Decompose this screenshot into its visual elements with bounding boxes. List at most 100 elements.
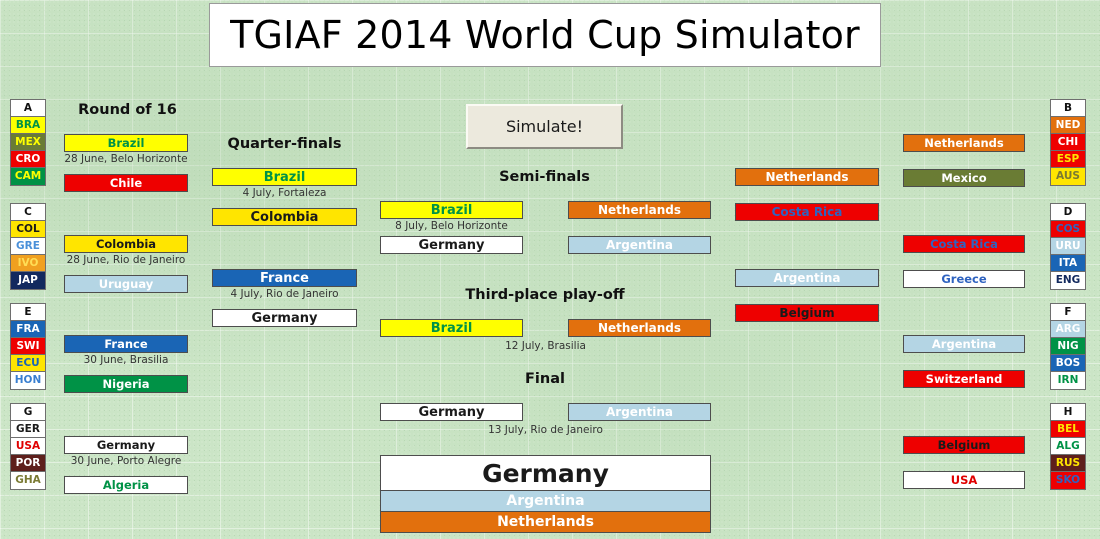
group-team-ESP: ESP: [1051, 151, 1085, 168]
semi-final-1-top[interactable]: Brazil: [380, 201, 523, 219]
third-place-left[interactable]: Brazil: [380, 319, 523, 337]
group-team-ARG: ARG: [1051, 321, 1085, 338]
third-place-right[interactable]: Netherlands: [568, 319, 711, 337]
qf-left-match-2-date: 4 July, Rio de Janeiro: [230, 288, 339, 300]
group-team-COL: COL: [11, 221, 45, 238]
group-team-CRO: CRO: [11, 151, 45, 168]
group-team-SWI: SWI: [11, 338, 45, 355]
group-team-MEX: MEX: [11, 134, 45, 151]
r16-left-match-3-top[interactable]: France: [64, 335, 188, 353]
r16-left-match-1-date: 28 June, Belo Horizonte: [64, 153, 188, 165]
r16-left-match-4-date: 30 June, Porto Alegre: [70, 455, 182, 467]
r16-right-match-3-top[interactable]: Argentina: [903, 335, 1025, 353]
simulate-button[interactable]: Simulate!: [466, 104, 623, 149]
r16-left-match-2-top[interactable]: Colombia: [64, 235, 188, 253]
podium-place-3: Netherlands: [380, 512, 711, 533]
group-team-IRN: IRN: [1051, 372, 1085, 389]
group-letter-F: F: [1051, 304, 1085, 321]
qf-left-match-1-date: 4 July, Fortaleza: [242, 187, 327, 199]
semi-final-1-date: 8 July, Belo Horizonte: [395, 220, 508, 232]
group-team-AUS: AUS: [1051, 168, 1085, 185]
r16-left-match-3-date: 30 June, Brasilia: [83, 354, 169, 366]
heading-quarter-finals: Quarter-finals: [227, 136, 342, 152]
group-team-ALG: ALG: [1051, 438, 1085, 455]
final-left[interactable]: Germany: [380, 403, 523, 421]
r16-left-match-2-date: 28 June, Rio de Janeiro: [66, 254, 186, 266]
r16-right-match-4-bottom[interactable]: USA: [903, 471, 1025, 489]
group-team-JAP: JAP: [11, 272, 45, 289]
r16-left-match-4-bottom[interactable]: Algeria: [64, 476, 188, 494]
group-team-GRE: GRE: [11, 238, 45, 255]
group-team-ENG: ENG: [1051, 272, 1085, 289]
qf-left-match-2-bottom[interactable]: Germany: [212, 309, 357, 327]
group-letter-C: C: [11, 204, 45, 221]
group-team-GER: GER: [11, 421, 45, 438]
group-team-IVO: IVO: [11, 255, 45, 272]
group-team-RUS: RUS: [1051, 455, 1085, 472]
qf-right-match-1-top[interactable]: Netherlands: [735, 168, 879, 186]
r16-right-match-1-bottom[interactable]: Mexico: [903, 169, 1025, 187]
heading-round-of-16: Round of 16: [78, 102, 177, 118]
group-team-BEL: BEL: [1051, 421, 1085, 438]
group-team-NED: NED: [1051, 117, 1085, 134]
group-team-HON: HON: [11, 372, 45, 389]
qf-left-match-1-top[interactable]: Brazil: [212, 168, 357, 186]
group-team-CAM: CAM: [11, 168, 45, 185]
group-letter-G: G: [11, 404, 45, 421]
group-team-ECU: ECU: [11, 355, 45, 372]
final-date: 13 July, Rio de Janeiro: [488, 424, 603, 436]
r16-right-match-4-top[interactable]: Belgium: [903, 436, 1025, 454]
semi-final-2-top[interactable]: Netherlands: [568, 201, 711, 219]
qf-right-match-2-top[interactable]: Argentina: [735, 269, 879, 287]
r16-left-match-1-bottom[interactable]: Chile: [64, 174, 188, 192]
group-letter-B: B: [1051, 100, 1085, 117]
group-team-USA: USA: [11, 438, 45, 455]
third-place-date: 12 July, Brasilia: [505, 340, 586, 352]
group-team-BRA: BRA: [11, 117, 45, 134]
heading-third-place: Third-place play-off: [465, 287, 625, 303]
r16-right-match-1-top[interactable]: Netherlands: [903, 134, 1025, 152]
qf-left-match-2-top[interactable]: France: [212, 269, 357, 287]
semi-final-1-bottom[interactable]: Germany: [380, 236, 523, 254]
group-team-SKO: SKO: [1051, 472, 1085, 489]
podium: Germany Argentina Netherlands: [380, 455, 711, 533]
group-team-GHA: GHA: [11, 472, 45, 489]
r16-left-match-3-bottom[interactable]: Nigeria: [64, 375, 188, 393]
final-right[interactable]: Argentina: [568, 403, 711, 421]
group-letter-D: D: [1051, 204, 1085, 221]
r16-right-match-3-bottom[interactable]: Switzerland: [903, 370, 1025, 388]
group-team-POR: POR: [11, 455, 45, 472]
app-title-bar: TGIAF 2014 World Cup Simulator: [209, 3, 881, 67]
r16-left-match-1-top[interactable]: Brazil: [64, 134, 188, 152]
qf-left-match-1-bottom[interactable]: Colombia: [212, 208, 357, 226]
r16-right-match-2-top[interactable]: Costa Rica: [903, 235, 1025, 253]
group-team-COS: COS: [1051, 221, 1085, 238]
semi-final-2-bottom[interactable]: Argentina: [568, 236, 711, 254]
group-team-CHI: CHI: [1051, 134, 1085, 151]
group-letter-A: A: [11, 100, 45, 117]
group-letter-H: H: [1051, 404, 1085, 421]
r16-left-match-2-bottom[interactable]: Uruguay: [64, 275, 188, 293]
r16-left-match-4-top[interactable]: Germany: [64, 436, 188, 454]
group-team-NIG: NIG: [1051, 338, 1085, 355]
podium-place-1: Germany: [380, 455, 711, 491]
r16-right-match-2-bottom[interactable]: Greece: [903, 270, 1025, 288]
page-title: TGIAF 2014 World Cup Simulator: [230, 13, 860, 57]
podium-place-2: Argentina: [380, 491, 711, 512]
group-team-FRA: FRA: [11, 321, 45, 338]
qf-right-match-1-bottom[interactable]: Costa Rica: [735, 203, 879, 221]
group-team-ITA: ITA: [1051, 255, 1085, 272]
heading-semi-finals: Semi-finals: [499, 169, 590, 185]
heading-final: Final: [525, 371, 565, 387]
qf-right-match-2-bottom[interactable]: Belgium: [735, 304, 879, 322]
group-team-URU: URU: [1051, 238, 1085, 255]
